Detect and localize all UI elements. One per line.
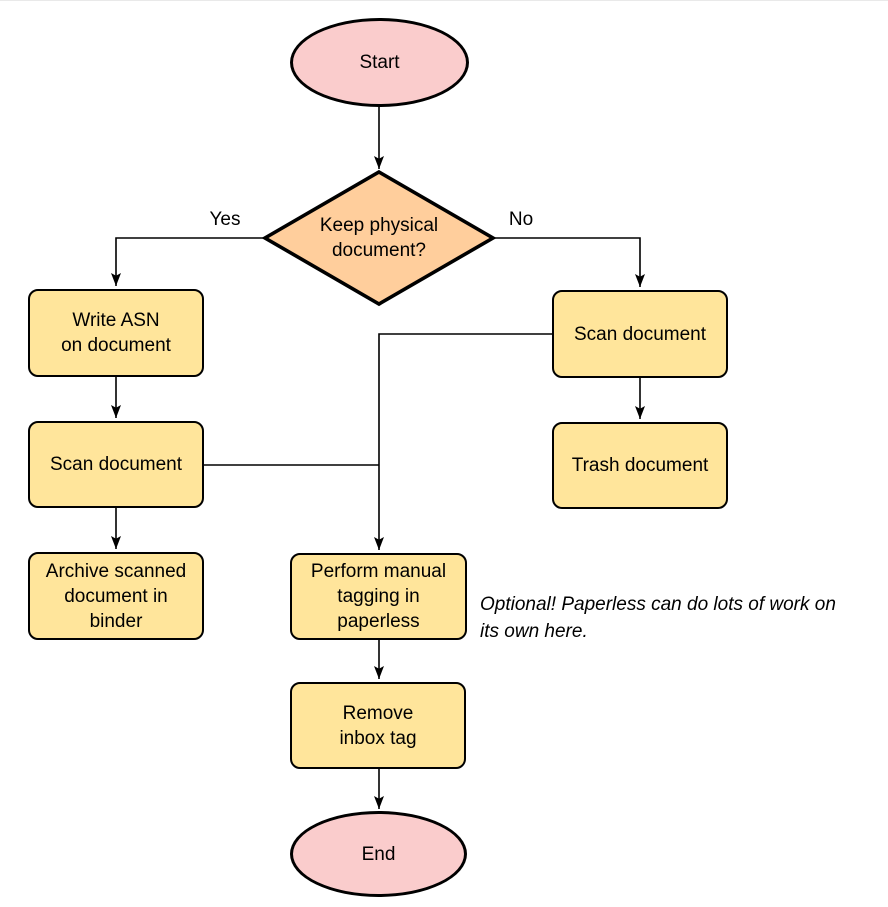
edge-label-no: No <box>508 209 534 230</box>
bottom-divider <box>0 0 888 1</box>
label-line: document in <box>64 585 168 607</box>
node-start: Start <box>290 18 469 107</box>
node-label: End <box>361 843 396 865</box>
label-line: Keep physical <box>319 215 439 236</box>
label-line: Scan document <box>49 454 183 475</box>
note-line: Optional! Paperless can do lots of work … <box>480 594 836 615</box>
node-remove-inbox-tag: Remove inbox tag <box>290 682 466 769</box>
node-label: Start <box>359 52 400 73</box>
label-line: tagging in <box>337 586 420 607</box>
note-line: its own here. <box>480 621 588 642</box>
note-optional: Optional! Paperless can do lots of work … <box>480 591 888 645</box>
node-scan-document-right: Scan document <box>552 290 728 378</box>
label-line: on document <box>61 335 171 356</box>
node-perform-tagging: Perform manual tagging in paperless <box>290 553 467 640</box>
label-line: Remove <box>342 702 414 724</box>
edge-scan-right-perform <box>374 333 552 550</box>
decision-diamond-shape <box>261 169 497 307</box>
label-line: Scan document <box>573 323 707 345</box>
node-trash-document: Trash document <box>552 422 728 509</box>
node-archive-binder: Archive scanned document in binder <box>28 552 204 640</box>
edge-label-yes: Yes <box>209 209 241 230</box>
label-line: binder <box>89 610 143 632</box>
label-line: Perform manual <box>310 561 447 582</box>
label-line: document? <box>331 240 426 261</box>
label-line: Archive scanned <box>45 560 187 582</box>
node-write-asn: Write ASN on document <box>28 289 204 377</box>
node-scan-document-left: Scan document <box>28 421 204 508</box>
edge-decision-write-asn <box>111 237 265 286</box>
label-line: Write ASN <box>72 310 160 331</box>
node-decision-label: Keep physical document? <box>279 188 479 288</box>
label-line: inbox tag <box>339 727 417 749</box>
label-line: Trash document <box>571 455 709 476</box>
edge-decision-scan-right <box>493 237 645 287</box>
node-end: End <box>290 811 467 897</box>
label-line: paperless <box>337 611 420 632</box>
